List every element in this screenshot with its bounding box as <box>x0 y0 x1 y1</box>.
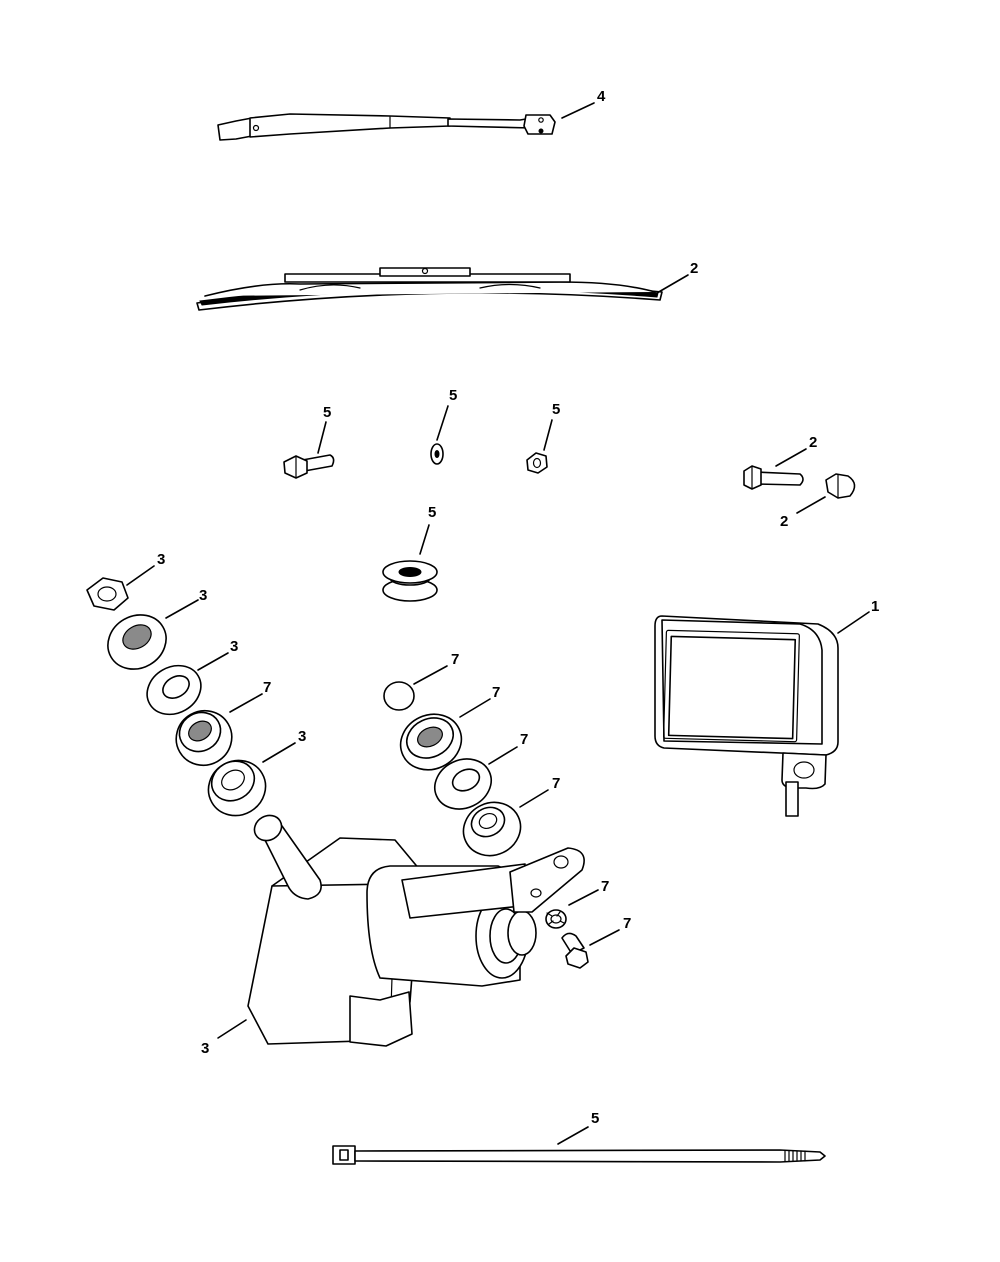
callout-nut-a: 5 <box>552 401 560 418</box>
callout-bolt-b: 2 <box>809 434 817 451</box>
leader-cap-nut-b <box>796 496 826 514</box>
flanged-bushing-mid-lower <box>462 801 522 857</box>
leader-cap-d <box>413 665 448 685</box>
leader-bushing-c <box>262 742 296 763</box>
leader-wiper-arm <box>561 102 595 119</box>
callout-bushing-d1: 7 <box>492 684 500 701</box>
callout-wiper-blade: 2 <box>690 260 698 277</box>
leader-lock-washer <box>568 889 599 906</box>
callout-bushing-d3: 7 <box>552 775 560 792</box>
callout-cable-tie: 5 <box>591 1110 599 1127</box>
leader-cable-tie <box>557 1126 589 1145</box>
leader-washer-c2 <box>197 652 229 671</box>
callout-lock-washer: 7 <box>601 878 609 895</box>
flat-washer <box>430 443 444 465</box>
hex-nut <box>526 452 548 474</box>
leader-washer-a <box>436 405 449 441</box>
callout-washer-c1: 3 <box>199 587 207 604</box>
leader-bushing-d3 <box>519 789 549 808</box>
small-bolt <box>561 932 589 969</box>
callout-mirror: 1 <box>871 598 879 615</box>
callout-wiper-arm: 4 <box>597 88 606 105</box>
leader-grommet <box>419 524 430 555</box>
flanged-bushing-left <box>175 709 233 767</box>
callout-grommet: 5 <box>428 504 436 521</box>
thick-washer-mid <box>434 758 492 810</box>
flanged-bushing-mid <box>399 713 463 771</box>
callout-bushing-left: 7 <box>263 679 271 696</box>
hex-bolt <box>283 454 335 479</box>
leader-hex-nut-c <box>126 565 155 586</box>
callout-motor: 3 <box>201 1040 209 1057</box>
flange-bolt <box>743 465 804 490</box>
callout-washer-c2: 3 <box>230 638 238 655</box>
cap-nut <box>825 473 856 499</box>
callout-bolt-a: 5 <box>323 404 331 421</box>
callout-washer-a: 5 <box>449 387 457 404</box>
large-hex-nut <box>86 577 129 611</box>
mirror-assembly <box>654 615 839 817</box>
thick-washer-2 <box>146 664 202 716</box>
leader-washer-d <box>488 746 518 765</box>
wiper-arm <box>217 113 556 141</box>
callout-small-bolt: 7 <box>623 915 631 932</box>
rubber-cap <box>383 681 415 711</box>
leader-small-bolt <box>589 929 620 946</box>
leader-bolt-b <box>775 448 807 467</box>
leader-bushing-left <box>229 693 263 713</box>
rubber-grommet <box>382 560 438 602</box>
callout-cap-d: 7 <box>451 651 459 668</box>
callout-hex-nut-c: 3 <box>157 551 165 568</box>
cable-tie <box>332 1145 826 1165</box>
leader-bolt-a <box>317 421 327 454</box>
leader-bushing-d1 <box>459 698 491 718</box>
leader-washer-c1 <box>165 599 199 619</box>
leader-wiper-blade <box>656 274 689 294</box>
flanged-bushing-lower-left <box>207 759 267 817</box>
wiper-blade <box>196 267 663 311</box>
wiper-motor <box>247 814 585 1047</box>
leader-nut-a <box>543 419 553 451</box>
callout-bushing-c: 3 <box>298 728 306 745</box>
callout-cap-nut-b: 2 <box>780 513 788 530</box>
leader-mirror <box>837 611 870 634</box>
thick-washer-1 <box>107 614 167 670</box>
leader-motor <box>217 1019 247 1039</box>
lock-washer <box>545 909 567 929</box>
callout-washer-d: 7 <box>520 731 528 748</box>
